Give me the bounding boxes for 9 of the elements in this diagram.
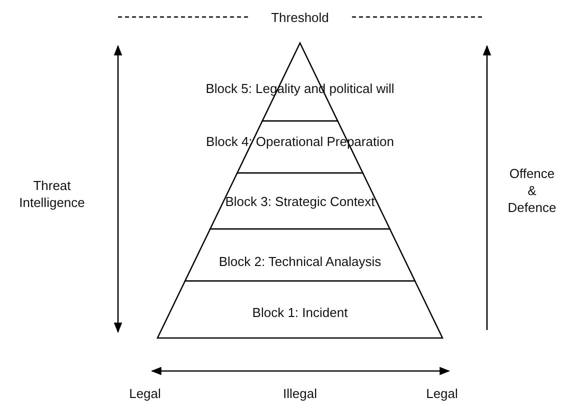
threshold-label: Threshold xyxy=(271,9,329,26)
axis-label: Threat Intelligence xyxy=(18,177,86,211)
layer-label: Block 2: Technical Analaysis xyxy=(218,254,382,270)
axis-label: Legal xyxy=(129,385,161,402)
axis-label: Illegal xyxy=(283,385,317,402)
axis-label: Legal xyxy=(426,385,458,402)
layer-label: Block 3: Strategic Context xyxy=(224,194,376,210)
axis-label: Offence & Defence xyxy=(508,165,556,216)
layer-label: Block 1: Incident xyxy=(251,305,349,321)
